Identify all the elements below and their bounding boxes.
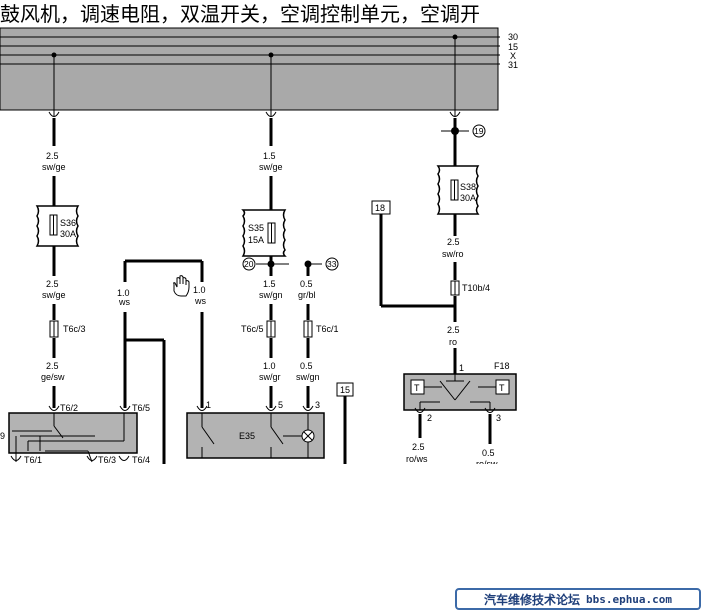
wire-size: 2.5 [46,151,59,161]
pin-arrow [118,455,130,461]
f18-label: F18 [494,361,510,371]
fuse-s36 [35,205,80,247]
wire-color: sw/ro [442,249,464,259]
ref-15: 15 [340,385,350,395]
wire-color: ro/ws [406,454,428,464]
wire-size: 2.5 [447,325,460,335]
connector-label: T6/3 [98,455,116,465]
fuse-s38 [436,165,480,215]
f18-switch [419,374,496,410]
wire-size: 2.5 [447,237,460,247]
pin-label: 1 [206,400,211,410]
wire-size: 1.5 [263,151,276,161]
ref-9: 9 [0,431,5,441]
fuse-s35-name: S35 [248,223,264,233]
rail-label-31: 31 [508,60,518,70]
connector-label: T6/5 [132,403,150,413]
rail-label-x: X [510,51,516,61]
connector-t6c1 [303,320,313,338]
fuse-s38-rating: 30A [460,193,476,203]
pin-arrow [10,455,22,461]
junction-dot [304,260,312,268]
rail-lines [0,36,500,65]
rail-label-30: 30 [508,32,518,42]
f18-output-wires [414,407,496,444]
rail-label-15: 15 [508,42,518,52]
wire-size: 1.0 [263,361,276,371]
wire-color: ws [194,296,206,306]
e35-box [186,412,325,459]
wire-color: ro [449,337,457,347]
ref-33-circle [325,257,339,271]
ref-19: 19 [474,126,484,136]
pin-label: 3 [496,413,501,423]
wire-color: ge/sw [41,372,65,382]
footer-text: 汽车维修技术论坛 [483,592,580,607]
wire-color: sw/gr [259,372,281,382]
ref-20: 20 [244,259,254,269]
wire-color: gr/bl [298,290,316,300]
fuse-s35 [241,209,287,257]
wire-color: sw/ge [259,162,283,172]
pin-label: 3 [315,400,320,410]
wire-color: sw/gn [259,290,283,300]
wire-size: 1.0 [117,288,130,298]
connector-label: T6c/1 [316,324,339,334]
lamp-icon [301,429,315,443]
ref-33: 33 [327,259,337,269]
wire-color: sw/ge [42,290,66,300]
ref-20-circle [242,257,256,271]
wire-color: sw/ge [42,162,66,172]
wire-color: sw/gn [296,372,320,382]
wire-size: 0.5 [300,279,313,289]
e35-label: E35 [239,431,255,441]
wire-size: 2.5 [46,279,59,289]
junction-dot [267,260,275,268]
fuse-s38-name: S38 [460,182,476,192]
wire-size: 2.5 [412,442,425,452]
connector-label: T6c/5 [241,324,264,334]
fuse-s36-name: S36 [60,218,76,228]
thermo-right-label: T [499,383,505,393]
pin-label: 5 [278,400,283,410]
watermark-footer: 汽车维修技术论坛 bbs.ephua.com [455,588,701,610]
blower-switch-box [8,412,138,454]
wire-color: ws [118,297,130,307]
thermo-left-label: T [414,383,420,393]
wire-size: 0.5 [300,361,313,371]
switch-contacts [12,413,125,463]
pin-label: 1 [459,363,464,373]
fuse-s36-rating: 30A [60,229,76,239]
connector-label: T6c/3 [63,324,86,334]
wire-size: 2.5 [46,361,59,371]
junction-dot [451,127,459,135]
ref-18: 18 [375,203,385,213]
page-title: 鼓风机，调速电阻，双温开关，空调控制单元，空调开 [0,2,480,26]
pin-arrow [86,455,98,461]
connector-label: T10b/4 [462,283,490,293]
connector-label: T6/4 [132,455,150,465]
ws-loop [119,259,208,464]
wire-size: 1.5 [263,279,276,289]
connector-t6c5 [266,320,276,338]
wire-size: 0.5 [482,448,495,458]
e35-switches [201,413,309,458]
wire-column-1 [48,55,60,411]
footer-url: bbs.ephua.com [585,592,673,606]
hand-cursor-icon [173,275,190,297]
connector-t6c3 [49,320,59,338]
fuse-s35-rating: 15A [248,235,264,245]
connector-label: T6/1 [24,455,42,465]
connector-label: T6/2 [60,403,78,413]
pin-label: 2 [427,413,432,423]
ref-18-box [371,200,391,215]
power-rail-bar [0,27,499,111]
wire-size: 1.0 [193,285,206,295]
connector-t10b4 [450,280,460,296]
wire-column-4 [379,37,469,374]
ref-19-circle [472,124,486,138]
